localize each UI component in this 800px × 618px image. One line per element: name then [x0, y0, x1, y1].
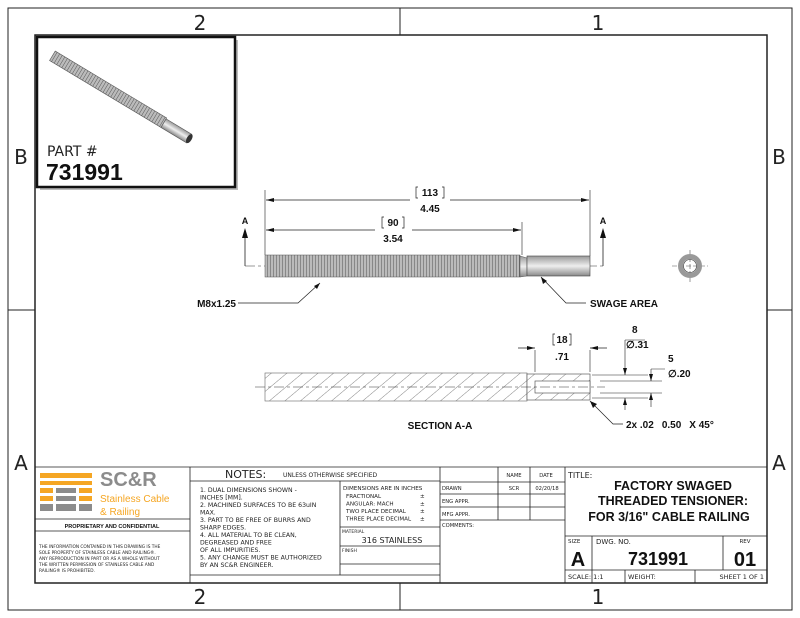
zone-col-1-bottom: 1 — [592, 585, 605, 609]
proprietary-heading: PROPRIETARY AND CONFIDENTIAL — [65, 524, 160, 530]
svg-text:DIMENSIONS ARE IN INCHES: DIMENSIONS ARE IN INCHES — [343, 486, 423, 492]
rev-value: 01 — [734, 549, 756, 571]
svg-text:ANGULAR: MACH: ANGULAR: MACH — [346, 502, 394, 508]
logo-text: SC&R — [100, 469, 157, 491]
size-label: SIZE — [568, 539, 581, 545]
section-marker-right: A — [600, 216, 607, 226]
zone-row-a-left: A — [14, 451, 28, 475]
svg-text:2. MACHINED SURFACES TO BE 63u: 2. MACHINED SURFACES TO BE 63uIN — [200, 502, 317, 509]
logo-mark-icon — [40, 473, 92, 501]
svg-text:ENG APPR.: ENG APPR. — [442, 499, 470, 505]
weight: WEIGHT: — [628, 573, 656, 581]
zone-row-b-right: B — [772, 145, 786, 169]
svg-text:DEGREASED AND FREE: DEGREASED AND FREE — [200, 540, 272, 547]
dim-swage-mm: 18 — [556, 335, 568, 346]
zone-col-1-top: 1 — [592, 11, 605, 35]
drawing-title: FACTORY SWAGED THREADED TENSIONER: FOR 3… — [588, 479, 750, 524]
svg-text:DRAWN: DRAWN — [442, 486, 462, 492]
svg-text:±: ± — [420, 509, 425, 515]
title-block — [35, 466, 767, 583]
dim-overall-in: 4.45 — [420, 204, 440, 215]
part-number-box: PART # 731991 — [35, 35, 238, 190]
zone-labels: 2 1 2 1 B B A A — [14, 11, 786, 609]
notes-list: 1. DUAL DIMENSIONS SHOWN -INCHES [MM]. 2… — [200, 487, 322, 569]
dim-inner-dia-mm: 5 — [668, 354, 674, 365]
zone-col-2-bottom: 2 — [194, 585, 207, 609]
tolerance-table: DIMENSIONS ARE IN INCHES FRACTIONAL ± ANG… — [343, 486, 425, 523]
svg-text:INCHES [MM].: INCHES [MM]. — [200, 495, 243, 502]
dim-thread-in: 3.54 — [383, 234, 403, 245]
company-logo: SC&R Stainless Cable & Railing — [40, 469, 170, 518]
svg-text:1. DUAL DIMENSIONS SHOWN -: 1. DUAL DIMENSIONS SHOWN - — [200, 487, 297, 494]
svg-text:SHARP EDGES.: SHARP EDGES. — [200, 525, 246, 532]
dim-overall-mm: 113 — [422, 188, 439, 199]
main-view: 113 4.45 90 3.54 A A M8x1.25 SWAGE AREA — [197, 186, 658, 310]
dwg-no-label: DWG. NO. — [596, 538, 631, 546]
svg-text:COMMENTS:: COMMENTS: — [442, 523, 474, 529]
svg-text:BY AN SC&R ENGINEER.: BY AN SC&R ENGINEER. — [200, 562, 274, 569]
material-value: 316 STAINLESS — [362, 536, 423, 545]
svg-text:3. PART TO BE FREE OF BURRS AN: 3. PART TO BE FREE OF BURRS AND — [200, 517, 311, 524]
material-label: MATERIAL — [342, 529, 365, 535]
approvals-table: NAME DATE DRAWN SCR 02/20/18 ENG APPR. M… — [442, 473, 559, 529]
part-isometric-image — [49, 50, 193, 144]
section-marker-left: A — [242, 216, 249, 226]
dim-outer-dia-in: ∅.31 — [626, 340, 649, 351]
dwg-no-value: 731991 — [628, 549, 688, 569]
svg-text:FRACTIONAL: FRACTIONAL — [346, 494, 382, 500]
threaded-section — [264, 254, 521, 278]
svg-text:DATE: DATE — [539, 473, 553, 479]
zone-row-a-right: A — [772, 451, 786, 475]
svg-text:THREE PLACE DECIMAL: THREE PLACE DECIMAL — [345, 517, 412, 523]
end-view — [672, 250, 708, 282]
svg-text:SOLE PROPERTY OF STAINLESS CAB: SOLE PROPERTY OF STAINLESS CABLE AND RAI… — [39, 549, 156, 556]
notes-subtitle: UNLESS OTHERWISE SPECIFIED — [283, 472, 378, 479]
svg-text:OF ALL IMPURITIES.: OF ALL IMPURITIES. — [200, 547, 260, 554]
swage-callout: SWAGE AREA — [590, 299, 658, 310]
svg-text:±: ± — [420, 494, 425, 500]
part-number: 731991 — [46, 159, 123, 185]
part-label: PART # — [47, 144, 98, 160]
finish-label: FINISH — [342, 548, 357, 554]
svg-text:FOR 3/16" CABLE RAILING: FOR 3/16" CABLE RAILING — [588, 510, 750, 524]
swage-section — [526, 255, 591, 277]
svg-text:RAILING® IS PROHIBITED.: RAILING® IS PROHIBITED. — [39, 567, 95, 574]
svg-text:ANY REPRODUCTION IN PART OR AS: ANY REPRODUCTION IN PART OR AS A WHOLE W… — [39, 556, 160, 562]
svg-text:NAME: NAME — [506, 473, 521, 479]
dim-inner-dia-in: ∅.20 — [668, 369, 691, 380]
svg-text:5. ANY CHANGE MUST BE AUTHORIZ: 5. ANY CHANGE MUST BE AUTHORIZED — [200, 555, 322, 562]
svg-text:±: ± — [420, 517, 425, 523]
sheet-border — [7, 7, 793, 611]
svg-text:MFG APPR.: MFG APPR. — [442, 512, 470, 518]
svg-text:THE INFORMATION CONTAINED IN T: THE INFORMATION CONTAINED IN THIS DRAWIN… — [38, 544, 161, 550]
thread-callout: M8x1.25 — [197, 299, 236, 310]
scale: SCALE: 1:1 — [568, 573, 604, 581]
logo-line1: Stainless Cable — [100, 494, 170, 505]
dim-thread-mm: 90 — [387, 218, 399, 229]
zone-col-2-top: 2 — [194, 11, 207, 35]
logo-line2: & Railing — [100, 507, 140, 518]
svg-text:TWO PLACE DECIMAL: TWO PLACE DECIMAL — [345, 509, 407, 515]
svg-text:THREADED TENSIONER:: THREADED TENSIONER: — [598, 494, 748, 508]
size-value: A — [571, 549, 585, 571]
svg-text:SCR: SCR — [509, 486, 520, 492]
sheet-number: SHEET 1 OF 1 — [719, 573, 764, 581]
svg-text:±: ± — [420, 502, 425, 508]
title-label: TITLE: — [567, 471, 592, 480]
svg-text:MAX.: MAX. — [200, 510, 216, 517]
section-label: SECTION A-A — [408, 421, 473, 432]
dim-outer-dia-mm: 8 — [632, 325, 638, 336]
svg-text:THE WRITTEN PERMISSION OF STAI: THE WRITTEN PERMISSION OF STAINLESS CABL… — [38, 562, 155, 568]
dim-swage-in: .71 — [555, 352, 569, 363]
notes-title: NOTES: — [225, 468, 266, 481]
svg-text:4. ALL MATERIAL TO BE CLEAN,: 4. ALL MATERIAL TO BE CLEAN, — [200, 532, 297, 539]
svg-text:02/20/18: 02/20/18 — [535, 486, 558, 492]
rev-label: REV — [739, 539, 750, 545]
zone-row-b-left: B — [14, 145, 28, 169]
svg-text:FACTORY SWAGED: FACTORY SWAGED — [614, 479, 732, 493]
proprietary-text: THE INFORMATION CONTAINED IN THIS DRAWIN… — [38, 544, 161, 574]
